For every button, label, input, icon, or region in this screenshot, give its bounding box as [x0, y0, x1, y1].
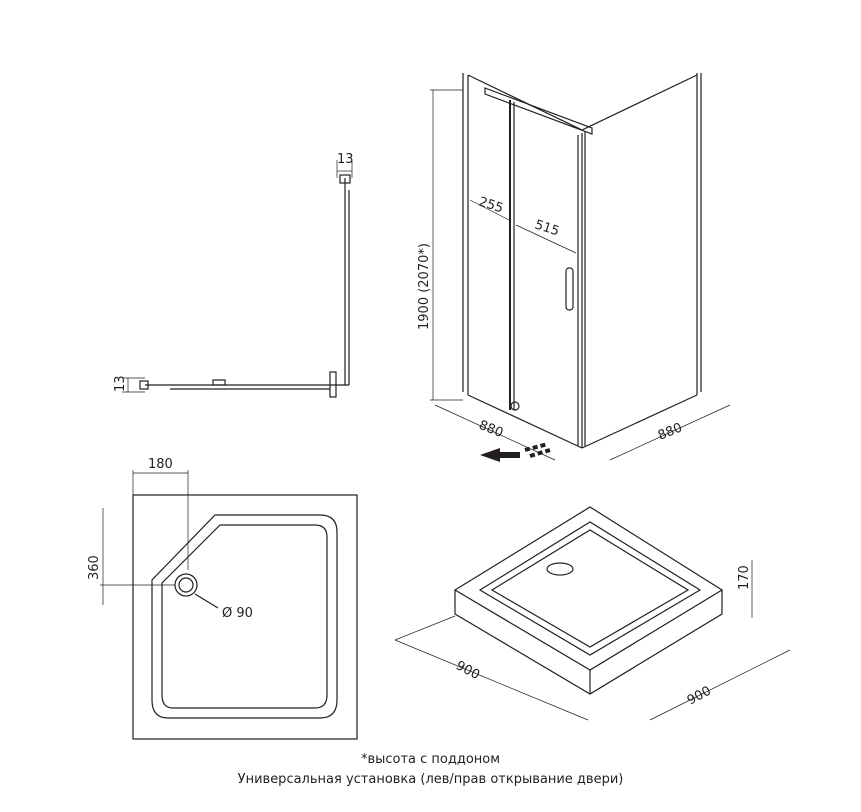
tray-right-dim: 900 [685, 684, 714, 709]
plan-side-dim: 13 [113, 375, 128, 392]
tray-isometric-view: 900 900 170 [394, 506, 791, 721]
tray-top-view: 180 360 Ø 90 [87, 457, 358, 740]
tray-left-dim: 900 [453, 658, 482, 683]
corner-dim: 180 [148, 457, 173, 472]
shower-enclosure: 1900 (2070*) 255 515 880 880 [417, 73, 731, 462]
tray-height-dim: 170 [737, 565, 752, 590]
footnote: *высота с поддоном [360, 752, 501, 767]
height-dim: 1900 (2070*) [417, 243, 432, 330]
plan-view: 13 13 [113, 152, 354, 398]
right-depth-dim: 880 [656, 421, 685, 444]
drain-offset-dim: 360 [87, 555, 102, 580]
drain-diameter-dim: Ø 90 [222, 606, 253, 621]
installation-note: Универсальная установка (лев/прав открыв… [237, 772, 624, 787]
fixed-width-dim: 255 [477, 195, 505, 217]
door-width-dim: 515 [533, 218, 561, 240]
left-depth-dim: 880 [477, 418, 506, 441]
plan-top-dim: 13 [337, 152, 354, 167]
